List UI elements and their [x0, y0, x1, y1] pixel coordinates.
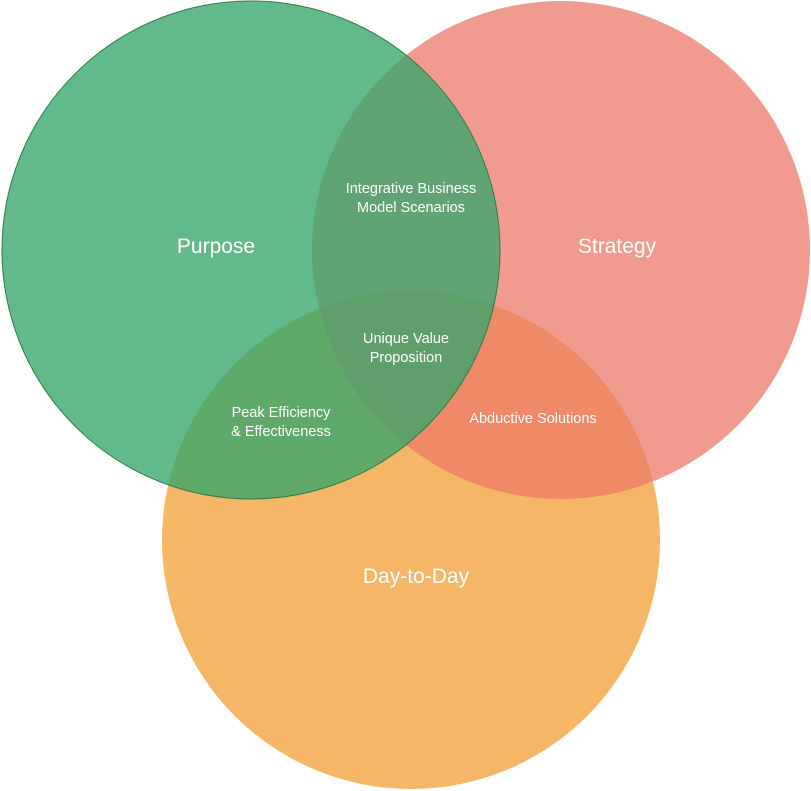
- label-abductive-solutions: Abductive Solutions: [469, 411, 596, 427]
- label-integrative-line1: Integrative Business: [346, 181, 477, 197]
- circle-purpose: [1, 0, 501, 500]
- label-unique-value-line1: Unique Value: [363, 331, 449, 347]
- label-purpose: Purpose: [177, 235, 255, 258]
- label-strategy: Strategy: [578, 235, 657, 258]
- label-integrative-line2: Model Scenarios: [357, 200, 465, 216]
- label-peak-efficiency-line1: Peak Efficiency: [232, 405, 332, 421]
- label-day-to-day: Day-to-Day: [363, 565, 470, 588]
- label-unique-value-line2: Proposition: [370, 350, 443, 366]
- label-peak-efficiency-line2: & Effectiveness: [231, 424, 331, 440]
